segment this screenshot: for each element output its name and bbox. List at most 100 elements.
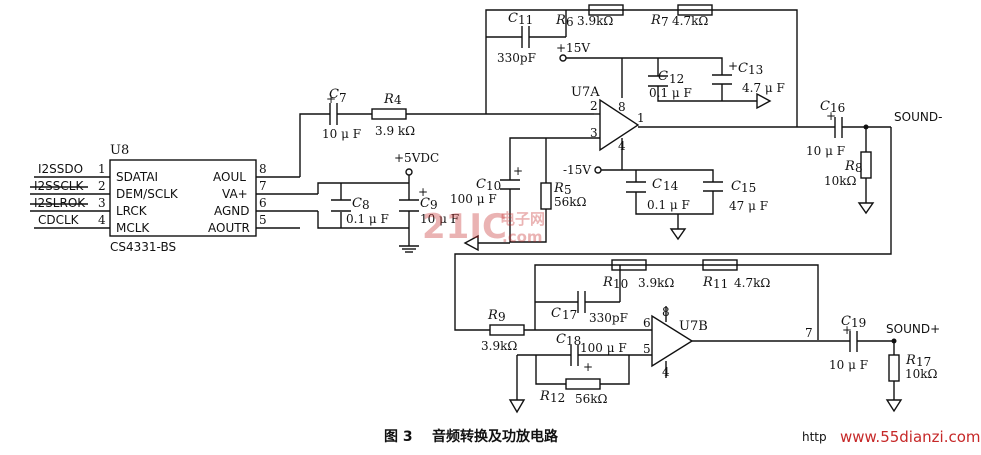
pin-name: AOUL <box>213 170 246 184</box>
pos15v-terminal <box>559 54 567 62</box>
c16-value: 10 μ F <box>806 144 845 158</box>
svg-text:4: 4 <box>394 93 402 107</box>
svg-text:C: C <box>738 61 748 76</box>
figure-title: 音频转换及功放电路 <box>432 428 559 445</box>
c14-value: 0.1 μ F <box>647 198 690 212</box>
svg-text:13: 13 <box>748 63 763 77</box>
resistor-r10: R 10 3.9kΩ <box>602 259 674 291</box>
svg-text:+: + <box>826 109 836 123</box>
resistor-r4: R 4 3.9 kΩ <box>371 92 415 138</box>
figure-number: 图 3 <box>384 429 413 445</box>
capacitor-c15: C 15 47 μ F <box>703 179 768 213</box>
svg-text:R: R <box>905 353 916 368</box>
svg-text:1: 1 <box>637 111 645 125</box>
r9-value: 3.9kΩ <box>481 339 517 353</box>
capacitor-c13: + C 13 4.7 μ F <box>712 59 785 95</box>
c18-value: 100 μ F <box>580 341 627 355</box>
pin-number: 3 <box>98 196 106 210</box>
capacitor-c17: C 17 330pF <box>551 291 628 325</box>
r4-value: 3.9 kΩ <box>375 124 415 138</box>
capacitor-c12: C 12 0.1 μ F <box>648 69 692 100</box>
ground-symbol <box>885 399 903 413</box>
c9-value: 10 μ F <box>420 212 459 226</box>
svg-text:C: C <box>658 69 668 84</box>
capacitor-c10: + C 10 100 μ F <box>450 164 523 206</box>
resistor-r12: R 12 56kΩ <box>539 378 608 406</box>
svg-text:12: 12 <box>550 391 565 405</box>
svg-text:+: + <box>513 164 523 178</box>
capacitor-c8: C 8 0.1 μ F <box>331 196 389 226</box>
svg-text:C: C <box>476 177 486 192</box>
svg-text:19: 19 <box>851 316 866 330</box>
resistor-r11: R 11 4.7kΩ <box>702 259 770 291</box>
c7-value: 10 μ F <box>322 127 361 141</box>
r11-value: 4.7kΩ <box>734 276 770 290</box>
pin-name: VA+ <box>222 187 248 201</box>
svg-text:6: 6 <box>643 316 651 330</box>
svg-text:+: + <box>842 323 852 337</box>
c19-value: 10 μ F <box>829 358 868 372</box>
pin-name: SDATAI <box>116 170 158 184</box>
svg-text:C: C <box>841 314 851 329</box>
net-label-i2slrok: I2SLROK <box>34 196 86 210</box>
sound-plus-label: SOUND+ <box>886 322 940 336</box>
r10-value: 3.9kΩ <box>638 276 674 290</box>
svg-text:2: 2 <box>590 99 598 113</box>
svg-text:9: 9 <box>430 198 438 212</box>
svg-text:R: R <box>844 159 855 174</box>
svg-text:R: R <box>487 308 498 323</box>
c17-value: 330pF <box>589 311 628 325</box>
svg-text:8: 8 <box>362 198 370 212</box>
svg-text:18: 18 <box>566 334 581 348</box>
svg-text:C: C <box>652 177 662 192</box>
resistor-r17: R 17 10kΩ <box>888 353 938 382</box>
svg-text:+: + <box>326 92 336 106</box>
svg-text:14: 14 <box>663 179 679 193</box>
pin-number: 2 <box>98 179 106 193</box>
svg-text:16: 16 <box>830 101 845 115</box>
svg-text:C: C <box>508 11 518 26</box>
resistor-r6: R 6 3.9kΩ <box>555 4 624 29</box>
vdc-terminal <box>405 168 413 176</box>
pin-number: 6 <box>259 196 267 210</box>
ground-symbol <box>399 245 419 253</box>
r6-value: 3.9kΩ <box>577 14 613 28</box>
svg-text:7: 7 <box>661 15 669 29</box>
net-label-i2ssclk: I2SSCLK <box>34 179 84 193</box>
c15-value: 47 μ F <box>729 199 768 213</box>
r17-value: 10kΩ <box>905 367 938 381</box>
svg-text:电子网: 电子网 <box>500 210 545 228</box>
svg-text:.com: .com <box>502 228 543 246</box>
capacitor-c14: C 14 0.1 μ F <box>626 177 690 212</box>
svg-text:6: 6 <box>566 15 574 29</box>
svg-text:R: R <box>650 13 661 28</box>
svg-text:R: R <box>602 275 613 290</box>
svg-text:17: 17 <box>562 308 577 322</box>
ground-symbol <box>669 228 687 241</box>
c7-ref: C <box>329 87 339 102</box>
capacitor-c11: C 11 330pF <box>497 11 536 65</box>
svg-text:21IC: 21IC <box>422 207 507 247</box>
watermark-logo: 21IC 电子网 .com <box>422 207 545 247</box>
svg-text:5: 5 <box>564 183 572 197</box>
r5-value: 56kΩ <box>554 195 587 209</box>
r4-ref: R <box>383 92 394 107</box>
svg-text:C: C <box>420 196 430 211</box>
capacitor-c16: + C 16 10 μ F <box>806 99 845 158</box>
svg-text:C: C <box>731 179 741 194</box>
pin-number: 7 <box>259 179 267 193</box>
opamp-u7b: U7B 6 5 8 4 7 <box>643 305 813 379</box>
svg-text:3: 3 <box>590 126 598 140</box>
svg-text:5: 5 <box>643 342 651 356</box>
svg-text:8: 8 <box>855 161 863 175</box>
capacitor-c19: + C 19 10 μ F <box>829 314 868 372</box>
net-label-i2ssdo: I2SSDO <box>38 162 83 176</box>
svg-text:11: 11 <box>518 13 533 27</box>
ground-symbol <box>857 202 875 215</box>
svg-text:10: 10 <box>486 179 501 193</box>
svg-text:17: 17 <box>916 355 931 369</box>
svg-text:10: 10 <box>613 277 628 291</box>
pin-number: 5 <box>259 213 267 227</box>
svg-text:+: + <box>418 185 428 199</box>
ic-part-number: CS4331-BS <box>110 240 176 254</box>
